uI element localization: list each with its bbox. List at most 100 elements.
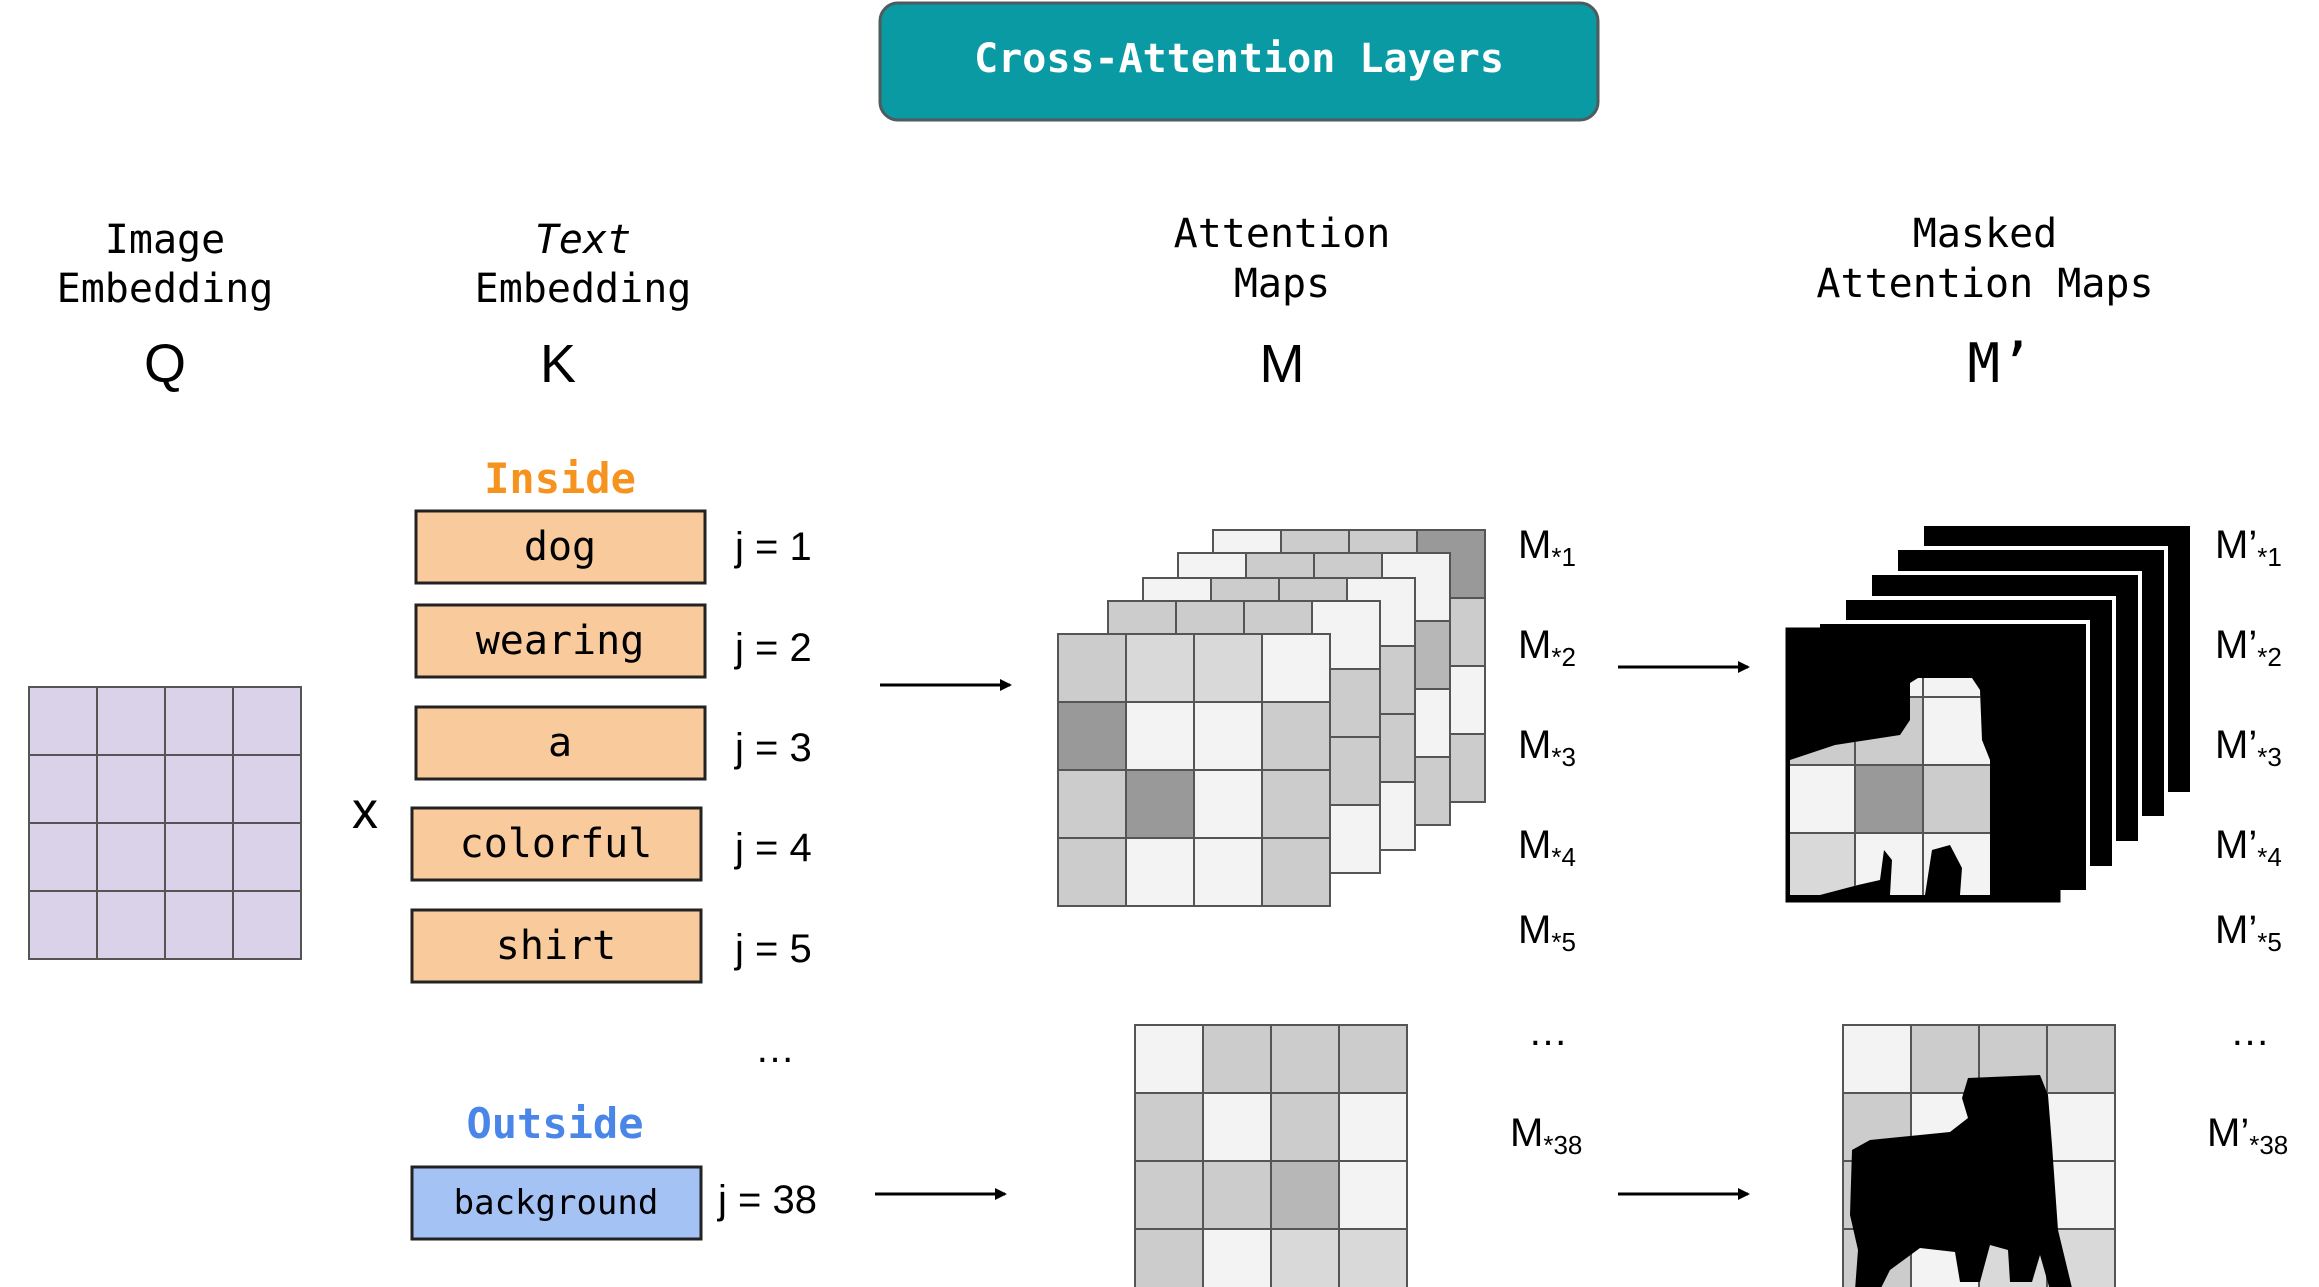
header-attn-line2: Maps [1234,261,1330,307]
mp-label-38: M’*38 [2207,1111,2288,1160]
token-a: a [414,705,707,781]
grid-cell [28,686,98,756]
grid-cell [1270,1160,1340,1230]
attention-map-labels: M*1 M*2 M*3 M*4 M*5 … M*38 [1510,523,1582,1160]
grid-cell [1261,701,1331,771]
masked-map-front [1785,627,2061,903]
token-shirt: shirt [410,908,703,984]
grid-cell [1790,764,1856,834]
token-box [414,509,707,585]
mp-label-2: M’*2 [2215,623,2282,672]
token-box [410,1165,703,1241]
attention-map-layer-5 [1057,633,1331,907]
header-masked-maps: Masked Attention Maps M’ [1816,211,2153,395]
grid-cell [164,822,234,892]
grid-cell [1193,837,1263,907]
title-box-shape [878,1,1600,122]
title-text: Cross-Attention Layers [974,36,1504,82]
attention-map-background [1134,1024,1408,1287]
header-attention-maps: Attention Maps M [1174,211,1391,394]
masked-map-background [1842,1024,2116,1287]
token-colorful: colorful [410,806,703,882]
mp-label-3: M’*3 [2215,723,2282,772]
grid-cell [96,686,166,756]
grid-cell [1261,837,1331,907]
attention-map-stack [1057,529,1486,907]
m-ellipsis: … [1528,1010,1568,1054]
header-masked-line1: Masked [1913,211,2058,257]
grid-cell [232,686,302,756]
grid-cell [1057,701,1127,771]
mp-label-1: M’*1 [2215,523,2282,572]
grid-cell [1134,1228,1204,1287]
grid-cell [1338,1228,1408,1287]
grid-cell [28,890,98,960]
token-box [410,806,703,882]
m-label-38: M*38 [1510,1111,1582,1160]
m-label-4: M*4 [1518,823,1576,872]
header-text-embedding: Text Embedding K [475,217,692,394]
grid-cell [1125,633,1195,703]
token-word: dog [524,524,596,570]
token-word: background [454,1183,659,1223]
grid-cell [1922,764,1990,834]
masked-front-border [1785,627,2061,903]
dog-silhouette [1850,1075,2072,1287]
header-text-line2: Embedding [475,266,692,312]
token-dog: dog [414,509,707,585]
grid-cell [96,822,166,892]
grid-cell [1057,769,1127,839]
grid-cell [1193,701,1263,771]
grid-cell [1057,837,1127,907]
masked-map-stack [1785,522,2194,903]
attention-map-grid [1134,1024,1408,1287]
header-image-line2: Embedding [57,266,274,312]
grid-cell [1134,1024,1204,1094]
grid-cell [1202,1024,1272,1094]
query-cells [28,686,302,960]
index-label: j = 38 [717,1178,817,1222]
grid-cell [1338,1024,1408,1094]
grid-cell [1125,837,1195,907]
token-word: wearing [476,618,645,664]
index-label: j = 5 [734,927,812,971]
grid-cell [1790,832,1856,895]
query-grid [28,686,302,960]
grid-cell [232,822,302,892]
header-text-symbol: K [540,334,576,394]
grid-cell [1338,1160,1408,1230]
token-ellipsis: … [755,1027,795,1071]
grid-cell [1134,1160,1204,1230]
inside-label: Inside [484,454,636,503]
header-masked-symbol: M’ [1967,332,2032,395]
grid-cell [96,890,166,960]
grid-cell [1193,633,1263,703]
multiply-symbol: x [352,782,378,840]
grid-cell [1125,769,1195,839]
token-box [414,705,707,781]
token-word: a [548,720,572,766]
masked-map-labels: M’*1 M’*2 M’*3 M’*4 M’*5 … M’*38 [2207,523,2288,1160]
grid-cell [2046,1092,2116,1162]
grid-cell [164,890,234,960]
grid-cell [1134,1092,1204,1162]
index-label: j = 3 [734,726,812,770]
token-background: background [410,1165,703,1241]
grid-cell [1202,1092,1272,1162]
token-box [414,603,707,679]
header-attn-symbol: M [1260,334,1305,394]
token-box [410,908,703,984]
index-label: j = 2 [734,626,812,670]
mp-label-4: M’*4 [2215,823,2282,872]
grid-cell [96,754,166,824]
grid-cell [1057,633,1127,703]
header-image-symbol: Q [144,334,186,394]
grid-cell [232,890,302,960]
header-masked-line2: Attention Maps [1816,261,2153,307]
grid-cell [164,754,234,824]
outside-label: Outside [466,1099,643,1148]
grid-cell [1842,1024,1912,1094]
m-label-2: M*2 [1518,623,1576,672]
m-label-3: M*3 [1518,723,1576,772]
